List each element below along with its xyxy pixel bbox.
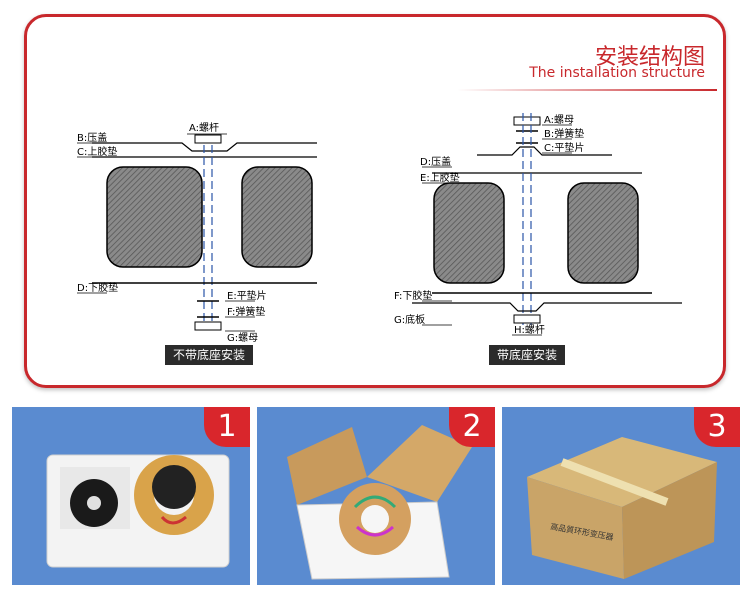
right-caption: 带底座安装 xyxy=(489,345,566,365)
left-label-c: C:上胶垫 xyxy=(77,145,117,158)
photo-step-2: 2 xyxy=(257,407,495,585)
left-label-a: A:螺杆 xyxy=(189,122,219,134)
left-installation-diagram: A:螺杆 B:压盖 C:上胶垫 D:下胶垫 E:平垫片 F:弹簧垫 G:螺母 xyxy=(77,122,317,344)
title-underline xyxy=(457,89,717,91)
right-label-c: C:平垫片 xyxy=(544,141,584,154)
step-badge-1: 1 xyxy=(204,407,250,447)
installation-panel: 安装结构图 The installation structure xyxy=(24,14,726,388)
photo-step-3: 高品質环形变压器 3 xyxy=(502,407,740,585)
photo-step-1: 1 xyxy=(12,407,250,585)
right-label-e: E:上胶垫 xyxy=(420,171,460,184)
left-label-d: D:下胶垫 xyxy=(77,281,118,294)
right-label-d: D:压盖 xyxy=(420,155,451,168)
step-badge-3: 3 xyxy=(694,407,740,447)
left-caption: 不带底座安装 xyxy=(165,345,254,365)
right-installation-diagram: A:螺母 B:弹簧垫 C:平垫片 D:压盖 E:上胶垫 F:下胶垫 G:底板 H… xyxy=(394,113,682,336)
title-en: The installation structure xyxy=(529,65,705,81)
left-label-g: G:螺母 xyxy=(227,332,258,344)
left-label-b: B:压盖 xyxy=(77,131,107,144)
right-label-b: B:弹簧垫 xyxy=(544,127,584,140)
right-label-a: A:螺母 xyxy=(544,114,574,126)
title-cn: 安装结构图 xyxy=(594,45,705,70)
right-label-h: H:螺杆 xyxy=(514,324,545,336)
left-label-f: F:弹簧垫 xyxy=(227,305,265,318)
right-label-f: F:下胶垫 xyxy=(394,289,432,302)
open-box-picture xyxy=(257,407,495,585)
left-label-e: E:平垫片 xyxy=(227,289,267,302)
right-label-g: G:底板 xyxy=(394,313,425,326)
step-badge-2: 2 xyxy=(449,407,495,447)
